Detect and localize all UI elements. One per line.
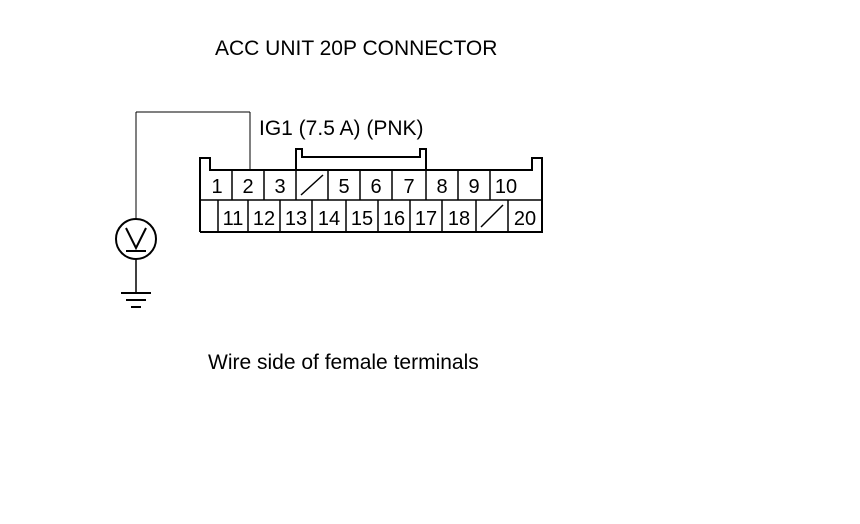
unused-cavity-slash <box>480 204 504 228</box>
pin-15-label: 15 <box>351 208 373 230</box>
pin-14-label: 14 <box>318 208 340 230</box>
pin-3-label: 3 <box>274 176 285 198</box>
pin-2-label: 2 <box>242 176 253 198</box>
pin-16-label: 16 <box>383 208 405 230</box>
pin-8-label: 8 <box>436 176 447 198</box>
pin-13-label: 13 <box>285 208 307 230</box>
pin-12-label: 12 <box>253 208 275 230</box>
caption: Wire side of female terminals <box>208 351 479 374</box>
bottom-row-pins: 11 12 13 14 15 16 17 18 20 <box>217 200 536 232</box>
pin-18-label: 18 <box>448 208 470 230</box>
pin-9-label: 9 <box>468 176 479 198</box>
pin-6-label: 6 <box>370 176 381 198</box>
probe-wire <box>135 111 251 219</box>
pin-7-label: 7 <box>403 176 414 198</box>
diagram-title: ACC UNIT 20P CONNECTOR <box>215 37 497 60</box>
pin-5-label: 5 <box>338 176 349 198</box>
ground-icon <box>121 292 151 308</box>
pin-20-label: 20 <box>514 208 536 230</box>
unused-cavity-slash <box>300 174 324 196</box>
pin-10-label: 10 <box>495 176 517 198</box>
voltmeter-icon <box>115 218 157 260</box>
pin-11-label: 11 <box>223 208 244 230</box>
wire-label: IG1 (7.5 A) (PNK) <box>259 117 424 140</box>
pin-17-label: 17 <box>415 208 437 230</box>
pin-1-label: 1 <box>211 176 222 198</box>
